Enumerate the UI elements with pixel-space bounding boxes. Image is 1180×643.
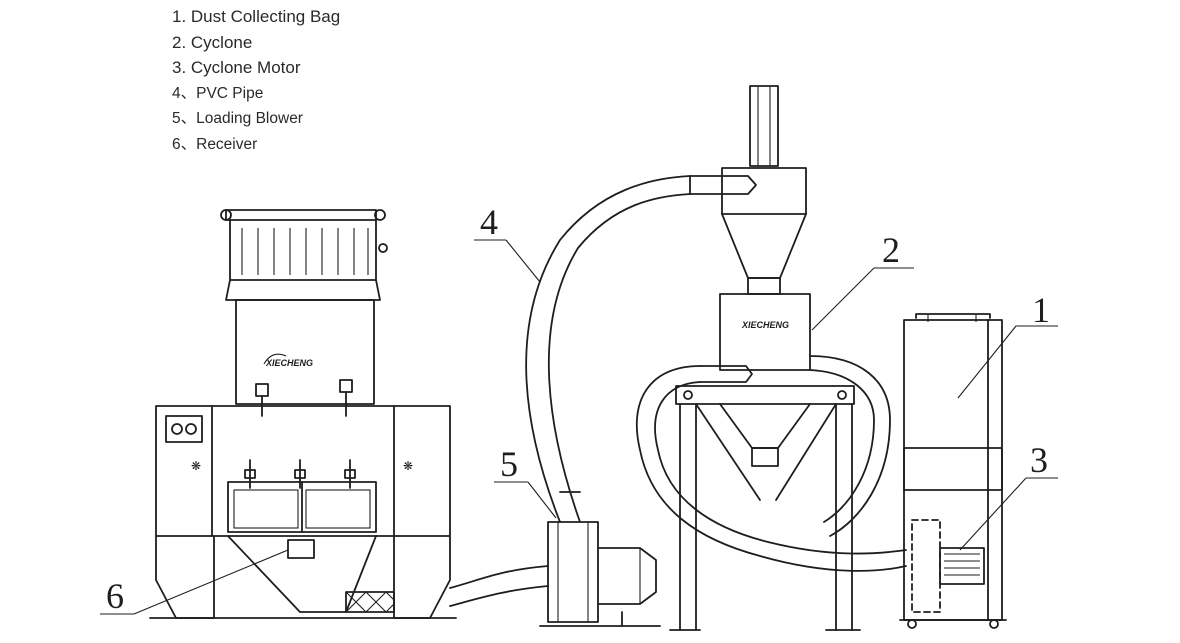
pvc-pipe [525, 175, 691, 523]
hopper-rim [225, 209, 377, 221]
dust-pipe-outer [809, 355, 891, 537]
dust-collector [899, 313, 1007, 629]
receiver-door-handle [287, 539, 315, 559]
receiver-unit: XIECHENG ❋ ❋ [149, 209, 457, 619]
control-knob-left [171, 423, 183, 435]
callout-label-2: 2 [882, 230, 900, 270]
dust-pipe-inner [809, 369, 875, 523]
hopper-side-knob [378, 243, 388, 253]
callout-1: 1 [957, 290, 1058, 399]
receiver-upper-body [235, 299, 375, 405]
cyclone-brace-right [775, 403, 837, 501]
callout-label-6: 6 [106, 576, 124, 616]
callout-label-5: 5 [500, 444, 518, 484]
hopper-rods [241, 228, 369, 275]
cyclone-motor-hidden [911, 519, 941, 613]
cyclone-motor [939, 547, 985, 585]
legend-item-pvc-pipe: 4、PVC Pipe [172, 84, 264, 102]
cyclone-table-top [675, 385, 855, 405]
callout-5: 5 [494, 444, 557, 519]
dust-bag-band [903, 447, 1003, 491]
legend: 1. Dust Collecting Bag 2. Cyclone 3. Cyc… [172, 4, 340, 158]
hopper-body [229, 219, 377, 281]
cyclone-cylinder [721, 167, 807, 215]
gear-icon-left: ❋ [191, 459, 201, 473]
callout-2: 2 [811, 230, 914, 331]
hopper-rim-knob-left [220, 209, 232, 221]
return-pipe-outer [635, 365, 907, 572]
motor-fins [944, 553, 980, 576]
receiver-discharge-hopper [227, 535, 377, 613]
cyclone-brace-left [695, 403, 761, 501]
receiver-leg-right [393, 535, 451, 619]
receiver-base-grille [345, 591, 395, 613]
hopper-collar [225, 279, 381, 301]
legend-item-loading-blower: 5、Loading Blower [172, 110, 303, 128]
cyclone-lower-spout [751, 447, 779, 467]
callout-label-1: 1 [1032, 290, 1050, 330]
dust-bag-top-bar [915, 313, 991, 319]
upper-clamps [255, 379, 353, 417]
legend-item-cyclone-motor: 3. Cyclone Motor [172, 58, 301, 78]
pvc-pipe-inner [547, 193, 691, 523]
pvc-pipe-outer [525, 175, 691, 523]
gear-icon-right: ❋ [403, 459, 413, 473]
cyclone-unit: XIECHENG [635, 85, 907, 631]
cyclone-logo: XIECHENG [741, 320, 789, 330]
control-knob-right [185, 423, 197, 435]
loading-blower [449, 521, 661, 627]
receiver-cabinet [155, 405, 451, 537]
callout-label-3: 3 [1030, 440, 1048, 480]
cyclone-cone [721, 213, 807, 279]
cyclone-neck [747, 277, 781, 295]
cyclone-top-column [749, 85, 779, 167]
blower-housing [547, 521, 599, 623]
receiver-logo-swoosh [263, 353, 287, 365]
callout-3: 3 [959, 440, 1058, 551]
hopper-rim-knob-right [374, 209, 386, 221]
cyclone-box [719, 293, 811, 371]
callout-6: 6 [100, 549, 289, 616]
blower-motor [597, 547, 657, 605]
legend-item-receiver: 6、Receiver [172, 135, 258, 153]
cyclone-lower-cone [719, 403, 811, 449]
blower-inlet-pipe-bottom [449, 585, 549, 607]
control-panel [165, 415, 203, 443]
legend-item-dust-collecting-bag: 1. Dust Collecting Bag [172, 7, 341, 26]
callout-label-4: 4 [480, 202, 498, 242]
cyclone-outlet-nozzle [699, 365, 753, 383]
return-pipe-inner [654, 381, 907, 555]
lower-clamps [244, 459, 356, 489]
cyclone-inlet-nozzle [689, 175, 757, 195]
callout-4: 4 [474, 202, 541, 283]
receiver-leg-left [155, 535, 215, 619]
blower-inlet-pipe-top [449, 565, 549, 589]
legend-item-cyclone: 2. Cyclone [172, 32, 253, 52]
receiver-logo: XIECHENG [265, 358, 313, 368]
